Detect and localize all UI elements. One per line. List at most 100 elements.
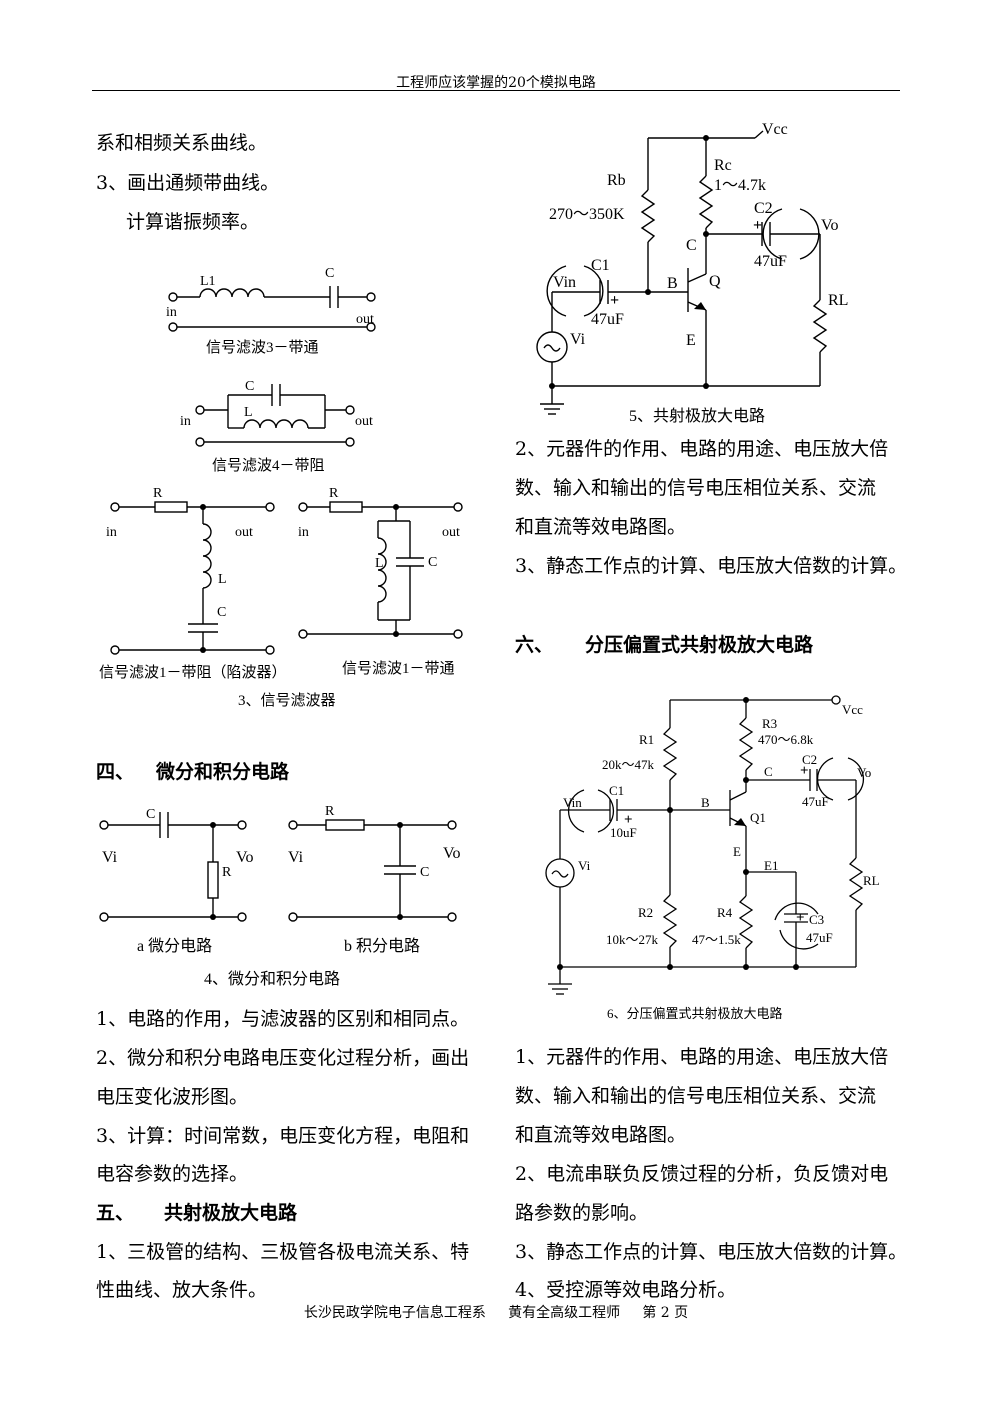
label-rb-value: 270～350K xyxy=(549,206,625,223)
paragraph: 4、受控源等效电路分析。 xyxy=(515,1279,737,1301)
figure-caption: 3、信号滤波器 xyxy=(238,692,336,709)
paragraph: 和直流等效电路图。 xyxy=(515,516,687,538)
label-rl: RL xyxy=(863,873,880,888)
label-vcc: Vcc xyxy=(762,121,788,138)
label-c: C xyxy=(146,807,155,822)
page-header: 工程师应该掌握的20个模拟电路 xyxy=(396,75,596,91)
label-c: C xyxy=(428,555,437,570)
svg-text:+: + xyxy=(610,292,619,309)
label-l: L xyxy=(375,556,384,571)
label-r2-value: 10k～27k xyxy=(606,932,659,947)
label-r: R xyxy=(153,486,163,501)
svg-text:+: + xyxy=(753,217,762,234)
label-vin: Vin xyxy=(553,274,576,291)
caption-filter4: 信号滤波4－带阻 xyxy=(212,457,325,474)
caption-filter1b: 信号滤波1－带通 xyxy=(342,660,455,677)
label-rc-value: 1～4.7k xyxy=(714,177,766,194)
paragraph: 2、微分和积分电路电压变化过程分析，画出 xyxy=(96,1047,470,1069)
label-vo: Vo xyxy=(857,765,871,780)
label-r4-value: 47～1.5k xyxy=(692,932,741,947)
label-l: L xyxy=(244,405,253,420)
header-rule xyxy=(92,90,900,91)
label-l1: L1 xyxy=(200,274,216,289)
caption-diff: a 微分电路 xyxy=(137,937,212,955)
paragraph: 2、电流串联负反馈过程的分析，负反馈对电 xyxy=(515,1163,889,1185)
vd-amplifier-figure: + + + Vcc R3 470～6.8k R1 20k～47k C2 Vo C… xyxy=(545,695,880,1021)
caption-integ: b 积分电路 xyxy=(344,937,420,955)
label-out: out xyxy=(355,414,373,429)
label-vo: Vo xyxy=(236,849,254,866)
label-vcc: Vcc xyxy=(842,702,863,717)
label-vo: Vo xyxy=(443,845,461,862)
label-in: in xyxy=(298,525,309,540)
label-r4: R4 xyxy=(717,905,733,920)
paragraph: 数、输入和输出的信号电压相位关系、交流 xyxy=(515,477,877,499)
paragraph: 数、输入和输出的信号电压相位关系、交流 xyxy=(515,1085,877,1107)
label-e-terminal: E xyxy=(686,332,696,349)
paragraph: 系和相频关系曲线。 xyxy=(96,132,268,154)
svg-text:+: + xyxy=(624,812,633,828)
label-out: out xyxy=(442,525,460,540)
paragraph: 1、三极管的结构、三极管各极电流关系、特 xyxy=(96,1241,470,1263)
label-in: in xyxy=(106,525,117,540)
label-out: out xyxy=(235,525,253,540)
label-r1-value: 20k～47k xyxy=(602,757,655,772)
label-c3-value: 47uF xyxy=(806,930,833,945)
paragraph: 1、元器件的作用、电路的用途、电压放大倍 xyxy=(515,1046,889,1068)
paragraph: 和直流等效电路图。 xyxy=(515,1124,687,1146)
label-in: in xyxy=(166,305,177,320)
label-c: C xyxy=(245,379,254,394)
section-heading: 六、分压偏置式共射极放大电路 xyxy=(515,634,814,656)
label-r: R xyxy=(222,865,232,880)
label-l: L xyxy=(218,572,227,587)
paragraph: 电容参数的选择。 xyxy=(96,1163,249,1185)
page-footer: 长沙民政学院电子信息工程系 黄有全高级工程师 第 2 页 xyxy=(303,1305,689,1321)
section-heading: 四、微分和积分电路 xyxy=(96,761,290,783)
label-r3-value: 470～6.8k xyxy=(758,732,814,747)
label-r: R xyxy=(325,804,335,819)
label-vin: Vin xyxy=(563,795,582,810)
label-c3: C3 xyxy=(809,912,824,927)
paragraph: 计算谐振频率。 xyxy=(126,211,260,233)
label-c2: C2 xyxy=(754,200,773,217)
label-c-terminal: C xyxy=(686,237,697,254)
label-vi: Vi xyxy=(102,849,118,866)
paragraph: 电压变化波形图。 xyxy=(96,1086,249,1108)
label-c2-value: 47uF xyxy=(754,253,787,270)
label-c2: C2 xyxy=(802,752,817,767)
label-r2: R2 xyxy=(638,905,653,920)
figure-caption: 6、分压偏置式共射极放大电路 xyxy=(607,1006,783,1021)
label-c: C xyxy=(217,605,226,620)
caption-filter3: 信号滤波3－带通 xyxy=(206,339,319,356)
label-c1-value: 10uF xyxy=(610,825,637,840)
figure-caption: 4、微分和积分电路 xyxy=(204,970,340,988)
label-c1-value: 47uF xyxy=(591,311,624,328)
label-rb: Rb xyxy=(607,172,626,189)
label-vi: Vi xyxy=(288,849,304,866)
label-in: in xyxy=(180,414,191,429)
ce-amplifier-figure: + + Vcc Rc 1～4.7k Rb 270～350K C2 Vo C 47… xyxy=(536,121,848,425)
paragraph: 1、电路的作用，与滤波器的区别和相同点。 xyxy=(96,1008,470,1030)
svg-text:+: + xyxy=(800,763,809,779)
paragraph: 3、静态工作点的计算、电压放大倍数的计算。 xyxy=(515,555,908,577)
label-c2-value: 47uF xyxy=(802,794,829,809)
svg-text:+: + xyxy=(796,910,805,926)
label-c1: C1 xyxy=(591,257,610,274)
paragraph: 性曲线、放大条件。 xyxy=(96,1279,268,1301)
label-r1: R1 xyxy=(639,732,654,747)
diff-integ-figure: C Vi Vo R R Vi Vo C a 微分电路 b 积分电路 4、微分和积… xyxy=(99,804,461,988)
caption-filter1a: 信号滤波1－带阻（陷波器） xyxy=(99,664,287,681)
label-c: C xyxy=(325,266,334,281)
figure-caption: 5、共射极放大电路 xyxy=(629,407,765,425)
label-b-terminal: B xyxy=(667,275,678,292)
label-vi: Vi xyxy=(570,331,586,348)
label-out: out xyxy=(356,312,374,327)
label-c1: C1 xyxy=(609,783,624,798)
label-e1: E1 xyxy=(764,858,778,873)
label-vi: Vi xyxy=(578,858,591,873)
label-c: C xyxy=(420,865,429,880)
paragraph: 3、静态工作点的计算、电压放大倍数的计算。 xyxy=(515,1241,908,1263)
paragraph: 3、计算：时间常数，电压变化方程，电阻和 xyxy=(96,1125,470,1147)
label-rc: Rc xyxy=(714,157,732,174)
label-c-terminal: C xyxy=(764,764,773,779)
